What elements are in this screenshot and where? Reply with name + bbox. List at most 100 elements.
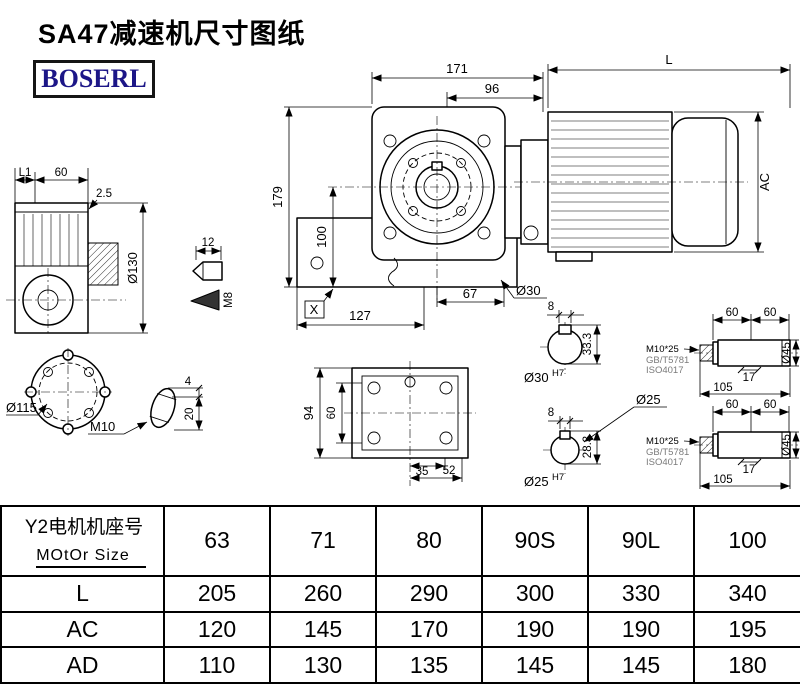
dim-60-b: 60 [764, 307, 777, 319]
page-title: SA47减速机尺寸图纸 [38, 19, 306, 49]
cell-AC-100: 195 [693, 610, 800, 649]
cell-AC-90l: 190 [587, 610, 695, 649]
std-gb: GB/T5781 [646, 355, 689, 366]
tol-h7: H7 [552, 368, 564, 379]
side-view [6, 202, 126, 336]
table-row-AD: AD 110 130 135 145 145 180 [0, 646, 800, 684]
size-cell-100: 100 [693, 505, 800, 577]
dim-33-3: 33.3 [582, 333, 594, 355]
dim-130: Ø130 [125, 252, 140, 284]
dim-60-a: 60 [726, 307, 739, 319]
plug-view: 4 20 [149, 376, 203, 431]
tol-h7: H7 [552, 472, 564, 483]
key-view: 12 M8 [190, 237, 235, 311]
shaft2-end-view: Ø25 8 28.3 Ø25 H7 [524, 392, 667, 489]
dim-94: 94 [301, 406, 316, 420]
dim-AC: AC [757, 173, 772, 191]
row-label-AD: AD [0, 646, 165, 684]
cell-AD-80: 135 [375, 646, 483, 684]
dim-105: 105 [713, 382, 732, 394]
header-cn: Y2电机机座号 [24, 516, 144, 538]
cell-L-90l: 330 [587, 574, 695, 613]
dim-L1: L1 [19, 167, 32, 179]
header-en: MOtOr Size [36, 547, 146, 569]
cell-L-90s: 300 [481, 574, 589, 613]
shaft2-side-view: 60 60 M10*25 GB/T5781 ISO4017 17 105 Ø45 [646, 399, 800, 490]
row-label-L: L [0, 574, 165, 613]
dim-67: 67 [463, 286, 477, 301]
bottom-view: 94 60 35 52 [301, 361, 476, 486]
dim-179: 179 [270, 186, 285, 208]
dim-96: 96 [485, 81, 499, 96]
cell-AD-90l: 145 [587, 646, 695, 684]
cell-AC-63: 120 [163, 610, 271, 649]
x-mark-label: X [310, 302, 319, 317]
dim-60-b: 60 [764, 399, 777, 411]
dim-35: 35 [416, 466, 429, 478]
bolt-m10x25: M10*25 [646, 436, 679, 447]
dia-45: Ø45 [781, 342, 793, 364]
front-view [296, 106, 540, 300]
cell-AC-90s: 190 [481, 610, 589, 649]
cell-AD-71: 130 [269, 646, 377, 684]
row-label-AC: AC [0, 610, 165, 649]
dim-115: Ø115 [6, 400, 37, 415]
thread-label-m8: M8 [223, 292, 235, 308]
dim-60-a: 60 [726, 399, 739, 411]
cell-AC-71: 145 [269, 610, 377, 649]
cell-L-63: 205 [163, 574, 271, 613]
header-motor-size-cell: Y2电机机座号 MOtOr Size [0, 505, 165, 577]
size-cell-71: 71 [269, 505, 377, 577]
std-iso: ISO4017 [646, 457, 684, 468]
flange-view: Ø115 M10 [6, 348, 148, 436]
motor-size-table: Y2电机机座号 MOtOr Size 63 71 80 90S 90L 100 … [0, 505, 800, 684]
brand-logo: BOSERL [33, 60, 155, 98]
std-iso: ISO4017 [646, 365, 684, 376]
dim-12: 12 [202, 237, 215, 249]
size-cell-90s: 90S [481, 505, 589, 577]
dim-4: 4 [185, 376, 192, 388]
table-header-row: Y2电机机座号 MOtOr Size 63 71 80 90S 90L 100 [0, 505, 800, 577]
cell-L-80: 290 [375, 574, 483, 613]
dim-8: 8 [548, 407, 554, 419]
table-row-AC: AC 120 145 170 190 190 195 [0, 610, 800, 649]
dim-171: 171 [446, 61, 468, 76]
std-gb: GB/T5781 [646, 447, 689, 458]
shaft1-end-view: 8 33.3 Ø30 H7 [524, 301, 601, 385]
size-cell-63: 63 [163, 505, 271, 577]
dim-17: 17 [743, 372, 756, 384]
size-cell-90l: 90L [587, 505, 695, 577]
motor-view [514, 111, 748, 262]
dim-100: 100 [314, 226, 329, 248]
cell-AD-100: 180 [693, 646, 800, 684]
dim-105: 105 [713, 474, 732, 486]
side-dimensions: L1 60 2.5 Ø130 [14, 167, 148, 334]
technical-drawing: 171 96 179 100 67 127 X Ø30 [6, 52, 800, 490]
dim-L: L [665, 52, 672, 67]
dim-8: 8 [548, 301, 554, 313]
callout-d25: Ø25 [636, 392, 661, 407]
dim-17: 17 [743, 464, 756, 476]
size-cell-80: 80 [375, 505, 483, 577]
dim-20: 20 [184, 408, 196, 421]
motor-dimensions: L AC [547, 52, 791, 253]
dim-60-inner: 60 [326, 407, 338, 420]
dim-52: 52 [443, 465, 456, 477]
dia-45: Ø45 [781, 434, 793, 456]
shaft1-side-view: 60 60 M10*25 GB/T5781 ISO4017 17 105 Ø45 [646, 307, 800, 398]
cell-AD-63: 110 [163, 646, 271, 684]
bore-d25: Ø25 [524, 474, 549, 489]
table-row-L: L 205 260 290 300 330 340 [0, 574, 800, 613]
dim-2-5: 2.5 [96, 188, 112, 200]
dim-60-top: 60 [55, 167, 68, 179]
cell-L-71: 260 [269, 574, 377, 613]
cell-AC-80: 170 [375, 610, 483, 649]
front-dimensions: 171 96 179 100 67 127 X Ø30 [270, 61, 547, 330]
bolt-m10x25: M10*25 [646, 344, 679, 355]
dim-127: 127 [349, 308, 371, 323]
cell-AD-90s: 145 [481, 646, 589, 684]
cell-L-100: 340 [693, 574, 800, 613]
bore-d30: Ø30 [524, 370, 549, 385]
dim-28-3: 28.3 [582, 436, 594, 458]
